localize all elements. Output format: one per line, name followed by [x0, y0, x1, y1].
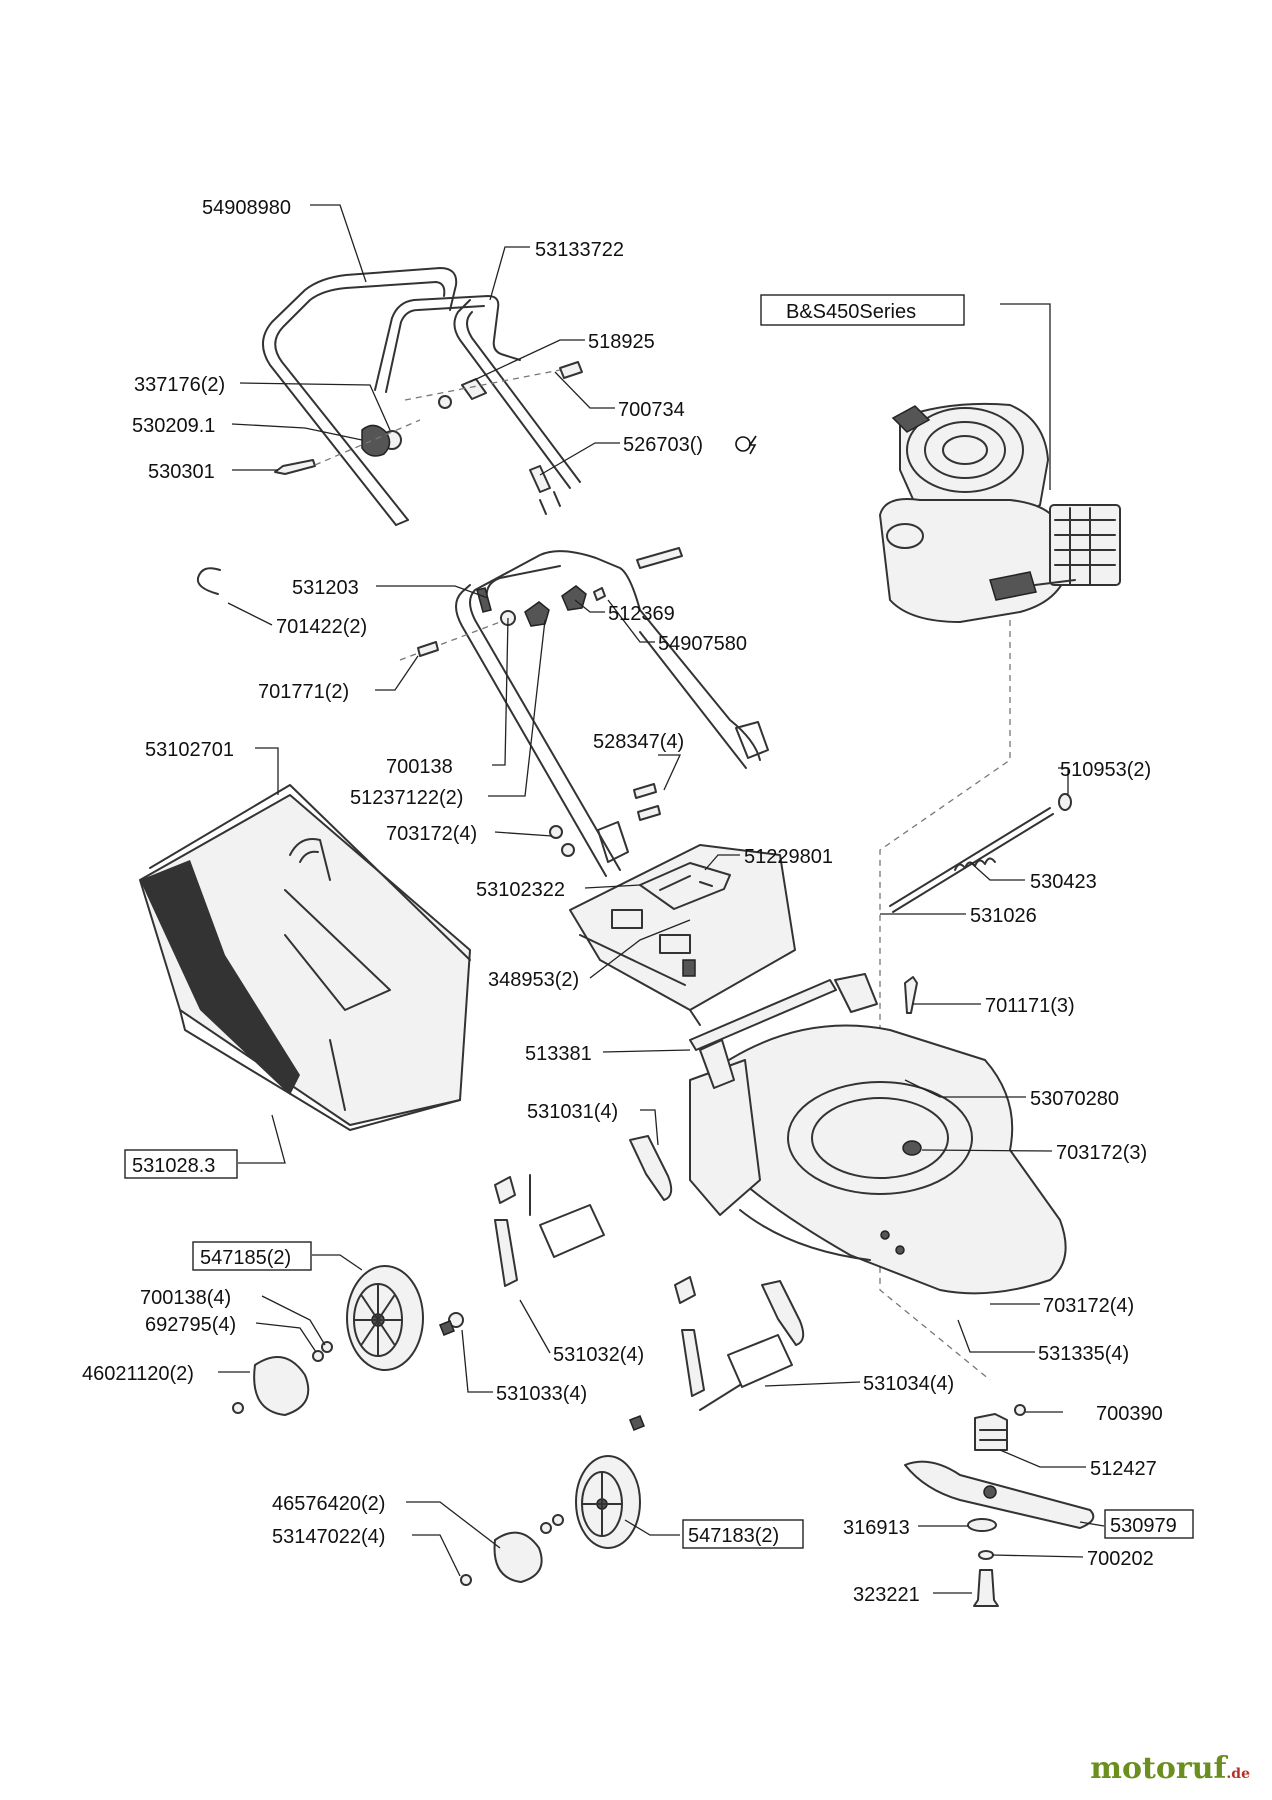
- part-label: 54907580: [658, 633, 747, 655]
- fuel-symbol-icon: [735, 435, 757, 455]
- part-label: 54908980: [202, 197, 291, 219]
- part-label: 531026: [970, 905, 1037, 927]
- deck-bolt-drawing: [904, 976, 918, 1014]
- engine-label: B&S450Series: [786, 301, 916, 323]
- axle-rod-drawing: [889, 793, 1072, 913]
- leader-lines: [218, 204, 1105, 1594]
- part-label: 531335(4): [1038, 1343, 1129, 1365]
- part-label: 703172(4): [386, 823, 477, 845]
- part-label: 547185(2): [200, 1247, 291, 1269]
- height-adjuster-front-drawing: [439, 1135, 673, 1336]
- part-label: 700202: [1087, 1548, 1154, 1570]
- part-label: 46021120(2): [82, 1363, 194, 1385]
- part-label: 530979: [1110, 1515, 1177, 1537]
- blade-assembly-drawing: [904, 1404, 1095, 1607]
- part-label: 53102322: [476, 879, 565, 901]
- part-547183-box: [682, 1519, 804, 1549]
- part-label: 700138: [386, 756, 453, 778]
- part-label: 547183(2): [688, 1525, 779, 1547]
- part-label: 323221: [853, 1584, 920, 1606]
- part-label: 528347(4): [593, 731, 684, 753]
- brand-logo: motoruf.de: [1090, 1751, 1250, 1786]
- part-label: 692795(4): [145, 1314, 236, 1336]
- part-label: 51229801: [744, 846, 833, 868]
- height-adjuster-rear-drawing: [629, 1276, 805, 1431]
- part-label: 530209.1: [132, 415, 215, 437]
- part-label: 337176(2): [134, 374, 225, 396]
- part-531028-box: [124, 1149, 238, 1179]
- part-label: 53133722: [535, 239, 624, 261]
- part-label: 530301: [148, 461, 215, 483]
- part-label: 701771(2): [258, 681, 349, 703]
- part-label: 51237122(2): [350, 787, 463, 809]
- front-wheel-drawing: [460, 1455, 641, 1586]
- part-530979-box: [1104, 1509, 1194, 1539]
- part-label: 46576420(2): [272, 1493, 385, 1515]
- part-label: 700138(4): [140, 1287, 231, 1309]
- engine-label-box: [760, 294, 965, 326]
- part-label: 512369: [608, 603, 675, 625]
- part-label: 703172(4): [1043, 1295, 1134, 1317]
- part-label: 701171(3): [985, 995, 1075, 1017]
- rear-wheel-drawing: [232, 1265, 424, 1416]
- part-label: 700734: [618, 399, 685, 421]
- mower-deck-drawing: [689, 973, 1067, 1295]
- hinge-bar-drawing: [689, 979, 837, 1051]
- part-label: 701422(2): [276, 616, 367, 638]
- part-label: 510953(2): [1060, 759, 1151, 781]
- part-label: 531203: [292, 577, 359, 599]
- part-label: 531034(4): [863, 1373, 954, 1395]
- upper-handle-drawing: [262, 267, 581, 526]
- part-label: 512427: [1090, 1458, 1157, 1480]
- grass-catcher-drawing: [139, 784, 471, 1131]
- part-label: 700390: [1096, 1403, 1163, 1425]
- part-label: 703172(3): [1056, 1142, 1147, 1164]
- part-label: 531032(4): [553, 1344, 644, 1366]
- part-label: 531028.3: [132, 1155, 215, 1177]
- part-label: 53147022(4): [272, 1526, 385, 1548]
- part-547185-box: [192, 1241, 312, 1271]
- cable-handle-drawing: [374, 295, 521, 393]
- part-label: 531033(4): [496, 1383, 587, 1405]
- part-label: 53102701: [145, 739, 234, 761]
- lower-handle-drawing: [399, 547, 769, 877]
- part-label: 348953(2): [488, 969, 579, 991]
- part-label: 518925: [588, 331, 655, 353]
- part-label: 526703(): [623, 434, 703, 456]
- engine-drawing: [879, 402, 1121, 1381]
- part-label: 530423: [1030, 871, 1097, 893]
- upper-small-parts-drawing: [274, 361, 583, 515]
- part-label: 316913: [843, 1517, 910, 1539]
- ring-clip-drawing: [196, 567, 221, 595]
- part-label: 513381: [525, 1043, 592, 1065]
- part-label: 531031(4): [527, 1101, 618, 1123]
- part-label: 53070280: [1030, 1088, 1119, 1110]
